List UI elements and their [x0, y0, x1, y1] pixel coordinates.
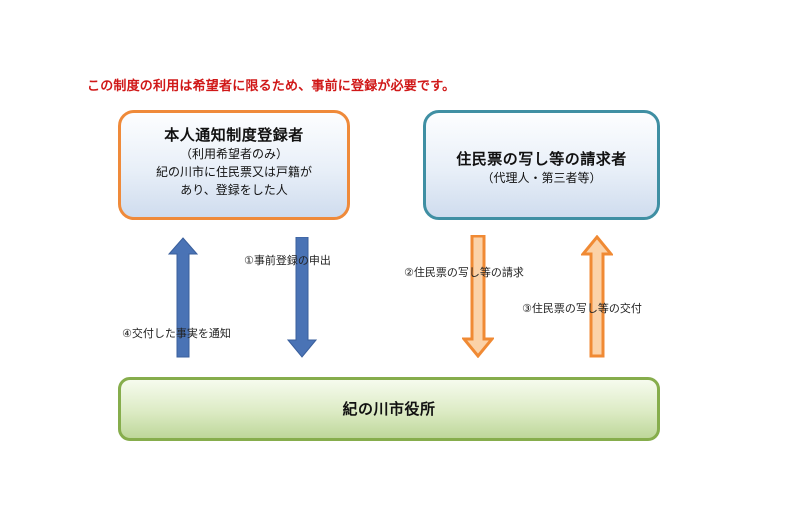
- city-office-box: 紀の川市役所: [118, 377, 660, 441]
- notify-up-arrow: [168, 237, 198, 358]
- registrant-title: 本人通知制度登録者: [164, 126, 304, 144]
- requester-note: （代理人・第三者等）: [481, 171, 602, 185]
- city-office-title: 紀の川市役所: [342, 400, 436, 418]
- registrant-note: （利用希望者のみ）: [179, 147, 288, 161]
- step2-label: ②住民票の写し等の請求: [404, 266, 524, 279]
- registration-notice: この制度の利用は希望者に限るため、事前に登録が必要です。: [87, 79, 456, 94]
- step4-label: ④交付した事実を通知: [122, 327, 231, 340]
- step3-label: ③住民票の写し等の交付: [522, 302, 642, 315]
- issue-up-arrow: [581, 235, 613, 358]
- requester-box: 住民票の写し等の請求者 （代理人・第三者等）: [423, 110, 660, 220]
- registrant-box: 本人通知制度登録者 （利用希望者のみ） 紀の川市に住民票又は戸籍が あり、登録を…: [118, 110, 350, 220]
- requester-title: 住民票の写し等の請求者: [456, 150, 627, 168]
- registrant-desc-line2: あり、登録をした人: [180, 183, 288, 197]
- registration-down-arrow: [287, 237, 317, 358]
- registrant-desc-line1: 紀の川市に住民票又は戸籍が: [155, 165, 312, 179]
- step1-label: ①事前登録の申出: [244, 254, 331, 267]
- request-down-arrow: [462, 235, 494, 358]
